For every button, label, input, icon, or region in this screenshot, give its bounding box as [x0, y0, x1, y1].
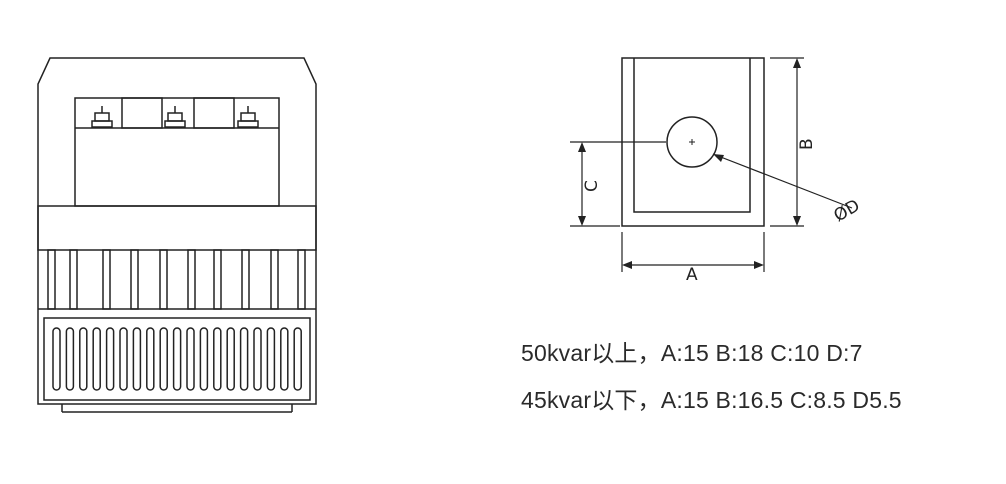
- heatsink-fin: [187, 249, 196, 310]
- svg-text:ØD: ØD: [831, 196, 864, 227]
- vent-slot: [280, 327, 289, 391]
- spec-above-50kvar: 50kvar以上，A:15 B:18 C:10 D:7: [521, 340, 863, 366]
- heatsink-fin: [47, 249, 56, 310]
- heatsink-fin: [213, 249, 222, 310]
- heatsink-fin: [69, 249, 78, 310]
- vent-slot: [52, 327, 61, 391]
- dimension-label-diameter: ØD: [831, 196, 864, 227]
- vent-slot: [146, 327, 155, 391]
- heatsink-fin: [130, 249, 139, 310]
- spec-below-45kvar: 45kvar以下，A:15 B:16.5 C:8.5 D5.5: [521, 387, 902, 413]
- vent-slot: [253, 327, 262, 391]
- vent-slot: [199, 327, 209, 391]
- vent-slot: [213, 327, 222, 391]
- vent-slot: [105, 327, 115, 391]
- vent-slots: [52, 327, 302, 391]
- heatsink-fins: [47, 249, 306, 310]
- vent-slot: [266, 327, 276, 391]
- dimension-arrowheads: [578, 58, 801, 269]
- dimension-label-c: C: [582, 180, 602, 192]
- heatsink-fin: [241, 249, 250, 310]
- vent-slot: [65, 327, 75, 391]
- dimension-label-b: B: [797, 138, 817, 150]
- heatsink-fin: [102, 249, 111, 310]
- vent-slot: [293, 327, 302, 391]
- dimension-label-a: A: [686, 265, 698, 285]
- vent-slot: [79, 327, 88, 391]
- vent-slot: [92, 327, 101, 391]
- terminal-screw-3: [237, 106, 259, 128]
- module-front-view: [37, 57, 317, 413]
- vent-slot: [239, 327, 249, 391]
- vent-slot: [119, 327, 128, 391]
- heatsink-fin: [270, 249, 279, 310]
- terminal-screw-2: [164, 106, 186, 128]
- dimension-lines: [570, 57, 853, 272]
- heatsink-fin: [159, 249, 168, 310]
- vent-slot: [172, 327, 182, 391]
- vent-slot: [226, 327, 235, 391]
- vent-slot: [186, 327, 195, 391]
- vent-slot: [132, 327, 142, 391]
- vent-slot: [159, 327, 168, 391]
- heatsink-fin: [297, 249, 306, 310]
- terminal-screw-1: [91, 106, 113, 128]
